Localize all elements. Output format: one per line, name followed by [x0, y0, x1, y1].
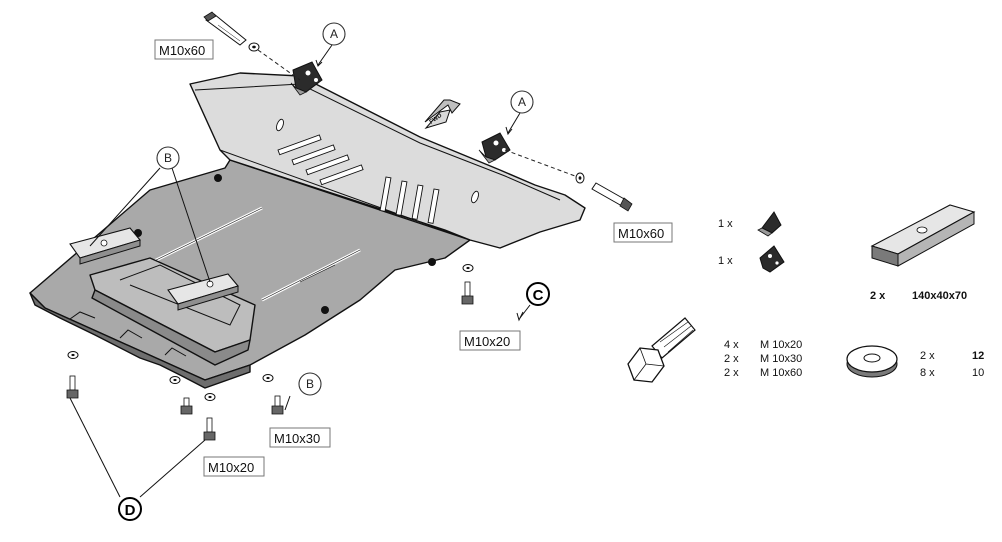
fold-line — [219, 149, 471, 241]
callout-b-bottom: B — [298, 372, 322, 396]
legend-bracket-b-icon — [759, 245, 785, 273]
callout-a-top: A — [322, 22, 346, 46]
label-m10x60-right-text: M10x60 — [618, 226, 664, 241]
hardware-c — [461, 264, 474, 305]
label-m10x60-top-text: M10x60 — [159, 43, 205, 58]
callout-b-bottom-text: B — [306, 377, 314, 391]
callout-d-text: D — [125, 502, 136, 519]
legend-spacer-icon — [870, 204, 976, 267]
legend-spacer-size: 140x40x70 — [912, 290, 967, 302]
callout-c-text: C — [533, 287, 544, 304]
hardware-middle — [169, 376, 193, 415]
label-m10x30-bottom: M10x30 — [269, 427, 331, 448]
hardware-d-left — [66, 351, 79, 399]
label-m10x30-bottom-text: M10x30 — [274, 431, 320, 446]
legend-bracket-b-qty: 1 x — [718, 255, 733, 267]
label-m10x20-c: M10x20 — [459, 330, 521, 351]
bracket-a-top — [290, 61, 323, 96]
callout-b-left-text: B — [164, 151, 172, 165]
plate-notches — [69, 311, 187, 357]
skid-plate — [29, 72, 586, 389]
dash-line-a-right — [504, 149, 576, 177]
legend-bolt-qty-1: 4 x — [724, 339, 739, 351]
channel-inner — [119, 264, 241, 326]
lower-slots — [139, 206, 361, 302]
center-channel-side — [91, 289, 251, 366]
legend-spacer-qty: 2 x — [870, 290, 886, 302]
bolt-top-left — [203, 11, 260, 52]
upper-slots — [276, 118, 479, 224]
leader-lines — [69, 44, 531, 498]
legend-bolt-icon — [627, 317, 696, 383]
callout-a-right-text: A — [518, 95, 526, 109]
callout-d: D — [118, 497, 142, 521]
plate-top-edge — [194, 83, 561, 201]
legend-bolt-size-1: M 10x20 — [760, 339, 802, 351]
bolt-right — [575, 172, 633, 212]
legend-bracket-a-icon — [757, 211, 782, 237]
hardware-d-center — [203, 393, 216, 441]
legend-washer-size-2: 10 — [972, 367, 984, 379]
legend-washer-size-1: 12 — [972, 350, 984, 362]
callout-a-top-text: A — [330, 27, 338, 41]
dash-line-a-top — [257, 49, 301, 81]
legend-bracket-a-qty: 1 x — [718, 218, 733, 230]
legend-washer-qty-2: 8 x — [920, 367, 935, 379]
callout-b-left: B — [156, 146, 180, 170]
label-m10x60-top: M10x60 — [154, 39, 214, 60]
upper-plate — [189, 72, 586, 249]
label-m10x20-bottom: M10x20 — [203, 456, 265, 477]
spacer-b-center — [167, 273, 239, 311]
legend-bolt-qty-3: 2 x — [724, 367, 739, 379]
label-m10x20-c-text: M10x20 — [464, 334, 510, 349]
fwd-arrow: FWD — [424, 99, 461, 129]
legend-bolt-qty-2: 2 x — [724, 353, 739, 365]
hardware-b-bottom — [262, 374, 284, 415]
parts-legend: 1 x 1 x 2 x 140x40x70 4 x M 10x2 — [627, 204, 984, 383]
label-m10x60-right: M10x60 — [613, 222, 673, 243]
callout-a-right: A — [510, 90, 534, 114]
spacer-b-left — [69, 227, 141, 265]
label-m10x20-bottom-text: M10x20 — [208, 460, 254, 475]
legend-washer-qty-1: 2 x — [920, 350, 935, 362]
legend-washer-icon — [846, 345, 898, 378]
legend-bolt-size-2: M 10x30 — [760, 353, 802, 365]
bracket-a-right — [478, 132, 511, 164]
legend-bolt-size-3: M 10x60 — [760, 367, 802, 379]
plate-edge — [29, 292, 251, 389]
callout-c: C — [526, 282, 550, 306]
